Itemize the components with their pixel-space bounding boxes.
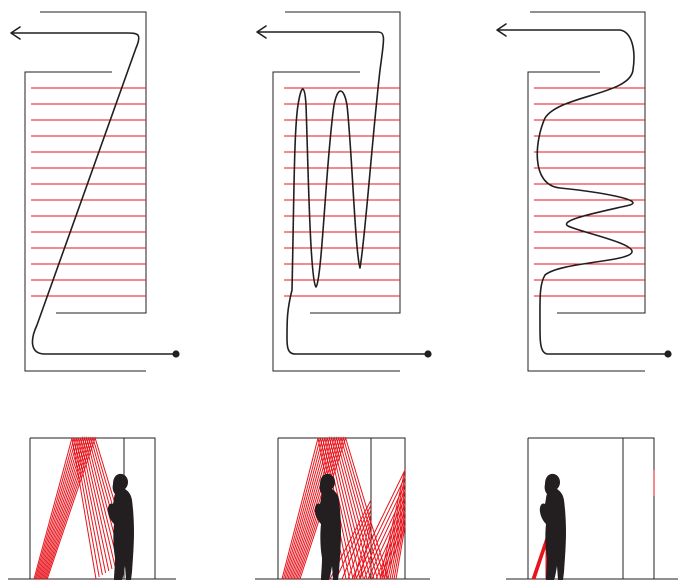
plan-2	[256, 11, 432, 372]
elevation-2-laser-ray	[287, 437, 361, 580]
plan-2-entry-dot	[424, 350, 432, 358]
elevation-2-laser-ray	[347, 514, 372, 580]
plan-2-laser-lines	[284, 87, 400, 297]
elevation-2-laser-ray	[359, 483, 406, 580]
elevation-2-laser-rays	[281, 436, 406, 580]
plan-2-inner-wall	[272, 71, 400, 372]
elevation-1-laser-ray	[33, 437, 97, 580]
elevation-1-laser-ray	[41, 436, 119, 580]
plan-3-outer-wall	[530, 11, 646, 314]
elevation-2-laser-ray	[286, 437, 357, 580]
elevation-2-laser-ray	[290, 436, 368, 580]
plan-3-walk-path	[497, 29, 669, 355]
plan-1-outer-wall	[40, 11, 147, 314]
plan-2-exit-arrowhead	[256, 25, 267, 39]
elevation-2-laser-ray	[299, 436, 389, 580]
plan-2-outer-wall	[285, 11, 401, 314]
elevation-2-laser-ray	[289, 436, 364, 580]
plan-3-exit-arrowhead	[496, 23, 507, 37]
elevation-1-laser-ray	[40, 436, 116, 580]
elevation-1-laser-ray	[38, 437, 110, 580]
elevation-1	[8, 436, 176, 580]
elevation-2-laser-ray	[367, 497, 406, 580]
elevation-2-laser-ray	[353, 519, 372, 580]
elevation-1-laser-ray	[35, 437, 103, 580]
elevation-2-laser-ray	[335, 504, 372, 580]
elevation-1-laser-ray	[43, 436, 123, 580]
elevation-3-frame	[528, 437, 655, 579]
plan-3	[496, 11, 672, 372]
elevation-1-laser-ray	[37, 437, 107, 580]
plan-1-exit-arrowhead	[10, 26, 21, 40]
plan-1-inner-wall	[24, 71, 146, 372]
elevation-1-laser-ray	[39, 436, 113, 580]
elevation-2-laser-ray	[371, 504, 406, 580]
plan-1-laser-lines	[31, 87, 146, 297]
plan-3-entry-dot	[664, 350, 672, 358]
elevation-3	[506, 437, 678, 580]
plan-3-inner-wall	[527, 71, 645, 372]
elevation-2-laser-ray	[298, 436, 385, 580]
elevation-3-person-silhouette	[539, 473, 566, 580]
elevation-2-laser-ray	[375, 511, 406, 580]
elevation-3-laser-ray	[531, 537, 547, 580]
plan-1-walk-path	[11, 32, 177, 355]
plan-1-entry-dot	[172, 350, 180, 358]
elevation-2-laser-ray	[379, 518, 406, 580]
elevation-2-laser-ray	[383, 525, 406, 580]
plan-1	[10, 11, 180, 372]
plan-3-laser-lines	[534, 87, 645, 297]
elevation-2-laser-ray	[284, 437, 354, 580]
elevation-2-laser-ray	[355, 476, 406, 580]
elevation-2-laser-ray	[359, 524, 372, 580]
elevation-2-laser-ray	[341, 509, 372, 580]
plan-2-walk-path	[257, 31, 429, 355]
elevation-1-laser-ray	[34, 437, 100, 580]
elevation-3-laser-ray	[532, 535, 548, 580]
elevation-2	[255, 436, 430, 580]
